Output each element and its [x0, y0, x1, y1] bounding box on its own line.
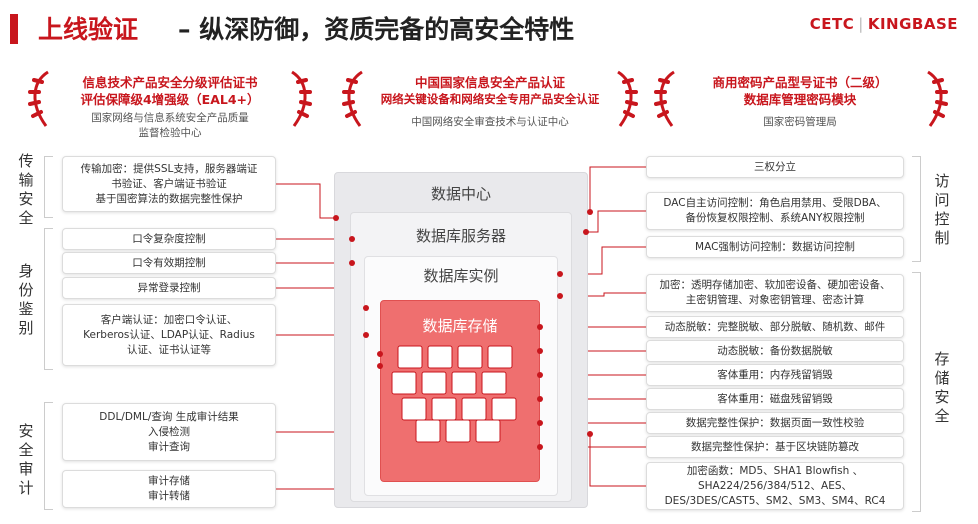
page-title: 上线验证 — [38, 15, 139, 44]
password-expiry-box: 口令有效期控制 — [62, 252, 276, 274]
transport-encryption-box: 传输加密：提供SSL支持，服务器端证书验证、客户端证书验证基于国密算法的数据完整… — [62, 156, 276, 212]
brand-logo: CETC|KINGBASE — [809, 15, 958, 33]
blockchain-integrity-box: 数据完整性保护：基于区块链防篡改 — [646, 436, 904, 458]
mac-box: MAC强制访问控制：数据访问控制 — [646, 236, 904, 258]
cert-eal4: 信息技术产品安全分级评估证书 评估保障级4增强级（EAL4+） 国家网络与信息系… — [56, 74, 284, 141]
password-complexity-box: 口令复杂度控制 — [62, 228, 276, 250]
cert-issuer: 国家网络与信息系统安全产品质量 — [91, 112, 249, 124]
category-storage-security: 存储安全 — [934, 350, 950, 425]
cert-crypto: 商用密码产品型号证书（二级） 数据库管理密码模块 国家密码管理局 — [682, 74, 918, 130]
storage-disks-icon — [391, 345, 517, 443]
cert-level: 数据库管理密码模块 — [743, 92, 857, 107]
laurel-right-icon — [291, 70, 312, 127]
storage-encryption-box: 加密：透明存储加密、软加密设备、硬加密设备、主密钥管理、对象密钥管理、密态计算 — [646, 274, 904, 312]
bracket — [44, 402, 53, 510]
backup-masking-box: 动态脱敏：备份数据脱敏 — [646, 340, 904, 362]
laurel-left-icon — [28, 70, 49, 127]
dac-box: DAC自主访问控制：角色启用禁用、受限DBA、备份恢复权限控制、系统ANY权限控… — [646, 192, 904, 230]
crypto-functions-box: 加密函数：MD5、SHA1 Blowfish 、SHA224/256/384/5… — [646, 462, 904, 510]
page-integrity-box: 数据完整性保护：数据页面一致性校验 — [646, 412, 904, 434]
page-subtitle: – 纵深防御，资质完备的高安全特性 — [178, 15, 575, 44]
audit-storage-box: 审计存储审计转储 — [62, 470, 276, 508]
audit-generation-box: DDL/DML/查询 生成审计结果入侵检测审计查询 — [62, 403, 276, 461]
category-security-audit: 安全审计 — [18, 422, 34, 497]
cert-issuer-line2: 监督检验中心 — [138, 127, 202, 139]
cert-level: 网络关键设备和网络安全专用产品安全认证 — [380, 92, 600, 106]
cert-china-security: 中国国家信息安全产品认证 网络关键设备和网络安全专用产品安全认证 中国网络安全审… — [368, 74, 612, 130]
cert-title: 信息技术产品安全分级评估证书 — [82, 75, 258, 90]
dynamic-masking-box: 动态脱敏：完整脱敏、部分脱敏、随机数、邮件 — [646, 316, 904, 338]
laurel-left-icon — [342, 70, 363, 127]
category-transport-security: 传输安全 — [18, 152, 34, 227]
title-accent-bar — [10, 14, 18, 44]
bracket — [912, 156, 921, 262]
cert-title: 商用密码产品型号证书（二级） — [712, 75, 888, 90]
disk-reuse-box: 客体重用：磁盘残留销毁 — [646, 388, 904, 410]
cert-level: 评估保障级4增强级（EAL4+） — [80, 92, 260, 107]
cert-issuer: 国家密码管理局 — [763, 116, 837, 128]
category-identity-auth: 身份鉴别 — [18, 262, 34, 337]
bracket — [912, 272, 921, 512]
cert-title: 中国国家信息安全产品认证 — [414, 75, 565, 90]
bracket — [44, 156, 53, 218]
three-powers-box: 三权分立 — [646, 156, 904, 178]
data-center-label: 数据中心 — [430, 185, 491, 203]
db-server-label: 数据库服务器 — [415, 227, 506, 245]
laurel-left-icon — [654, 70, 675, 127]
cert-issuer: 中国网络安全审查技术与认证中心 — [411, 116, 569, 128]
category-access-control: 访问控制 — [934, 172, 950, 247]
db-storage-label: 数据库存储 — [422, 317, 498, 335]
laurel-right-icon — [617, 70, 638, 127]
bracket — [44, 228, 53, 370]
db-instance-label: 数据库实例 — [423, 267, 499, 285]
abnormal-login-box: 异常登录控制 — [62, 277, 276, 299]
memory-reuse-box: 客体重用：内存残留销毁 — [646, 364, 904, 386]
laurel-right-icon — [927, 70, 948, 127]
